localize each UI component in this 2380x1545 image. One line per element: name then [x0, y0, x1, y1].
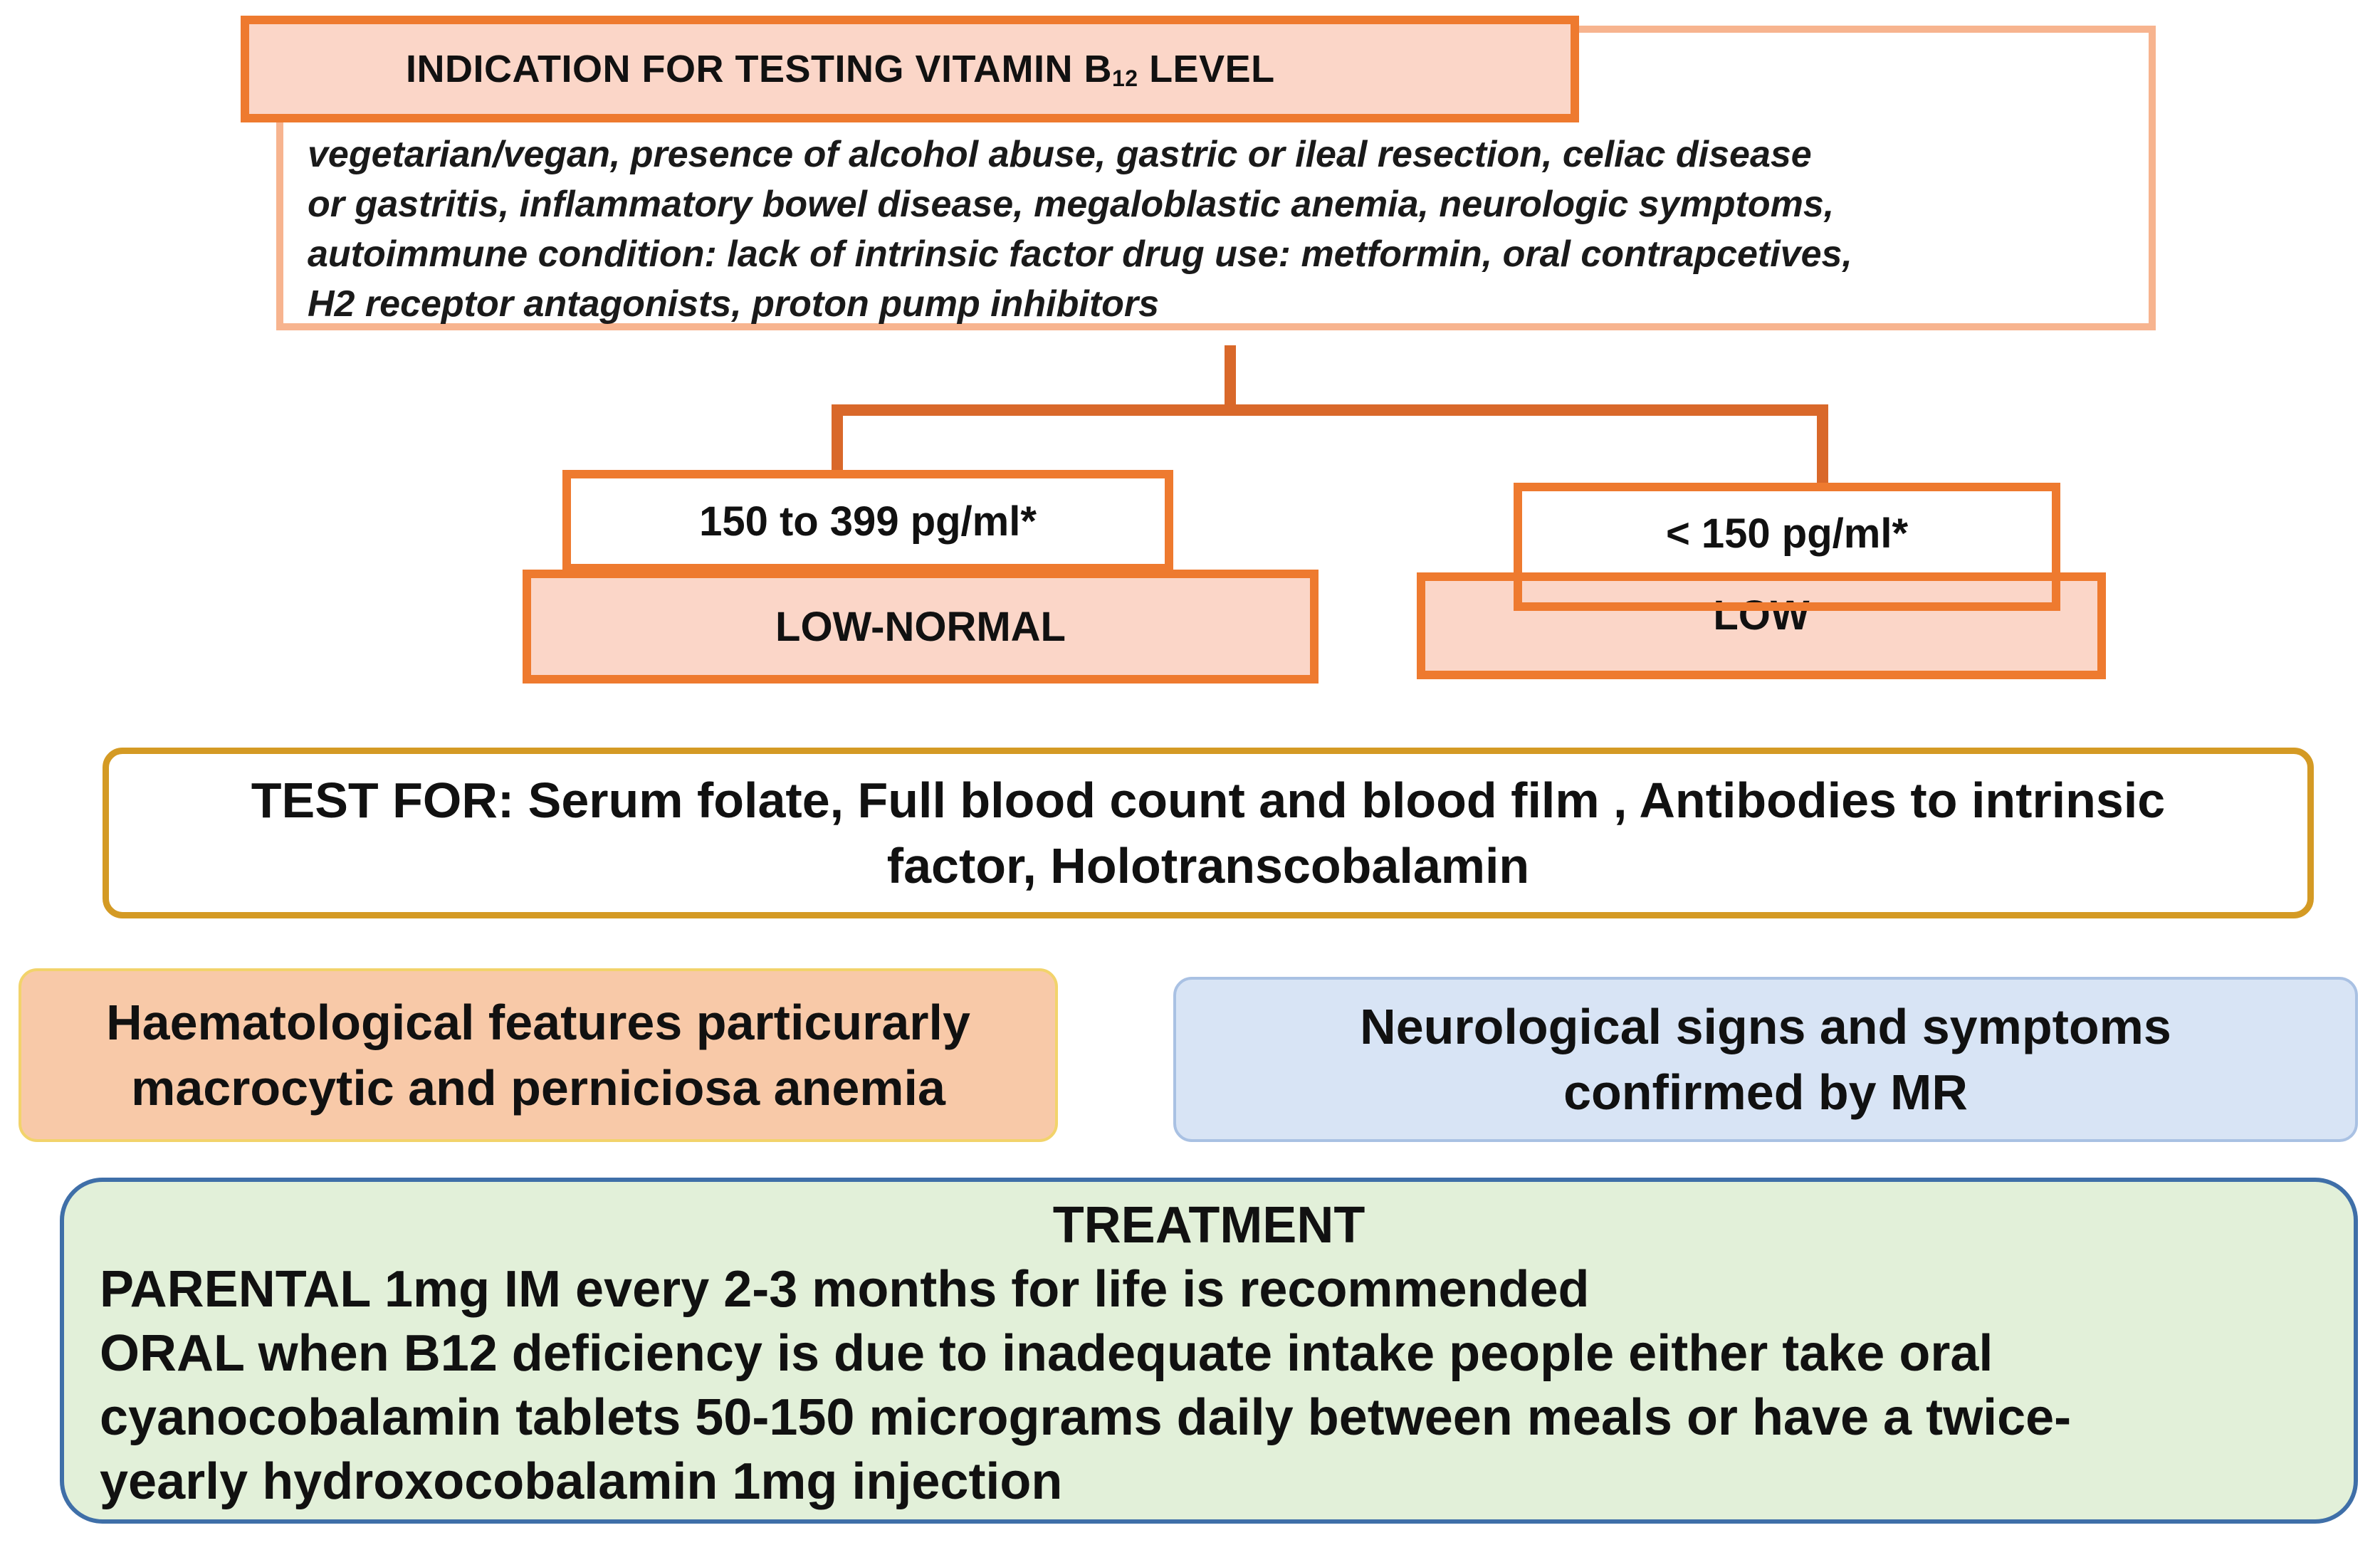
indication-title-end: LEVEL — [1138, 47, 1275, 90]
criteria-line: or gastritis, inflammatory bowel disease… — [308, 184, 1835, 225]
treatment-line: yearly hydroxocobalamin 1mg injection — [100, 1453, 1063, 1510]
neurological-line: confirmed by MR — [1563, 1064, 1968, 1120]
indication-title-box: INDICATION FOR TESTING VITAMIN B12 LEVEL — [241, 16, 1579, 122]
haematological-features-box: Haematological features particurarly mac… — [19, 968, 1058, 1142]
treatment-line: cyanocobalamin tablets 50-150 micrograms… — [100, 1389, 2072, 1446]
treatment-text: PARENTAL 1mg IM every 2-3 months for lif… — [100, 1257, 2335, 1514]
haematological-line: Haematological features particurarly — [106, 995, 970, 1050]
low-normal-category-box: LOW-NORMAL — [523, 570, 1319, 684]
test-for-line: factor, Holotranscobalamin — [886, 838, 1530, 894]
indication-title-main: INDICATION FOR TESTING VITAMIN B — [406, 47, 1112, 90]
low-normal-range-box: 150 to 399 pg/ml* — [562, 470, 1173, 572]
connector-stem — [1225, 345, 1236, 409]
connector-right-drop — [1817, 404, 1828, 484]
test-for-line: TEST FOR: Serum folate, Full blood count… — [251, 772, 2166, 828]
low-normal-range-label: 150 to 399 pg/ml* — [699, 498, 1037, 545]
treatment-box — [60, 1178, 2358, 1524]
criteria-line: autoimmune condition: lack of intrinsic … — [308, 234, 1852, 275]
low-range-box: < 150 pg/ml* — [1514, 483, 2060, 611]
indication-title-subscript: 12 — [1111, 65, 1138, 91]
treatment-line: ORAL when B12 deficiency is due to inade… — [100, 1325, 1993, 1382]
criteria-line: vegetarian/vegan, presence of alcohol ab… — [308, 134, 1812, 175]
haematological-line: macrocytic and perniciosa anemia — [131, 1060, 945, 1116]
connector-left-drop — [832, 404, 843, 476]
low-normal-category-label: LOW-NORMAL — [775, 603, 1066, 650]
indication-criteria: vegetarian/vegan, presence of alcohol ab… — [308, 130, 2130, 329]
indication-title: INDICATION FOR TESTING VITAMIN B12 LEVEL — [406, 47, 1275, 92]
low-category-box: LOW — [1417, 572, 2106, 679]
test-for-box: TEST FOR: Serum folate, Full blood count… — [103, 748, 2314, 918]
low-category-label: LOW — [1713, 592, 1810, 639]
treatment-title: TREATMENT — [1052, 1197, 1365, 1254]
treatment-line: PARENTAL 1mg IM every 2-3 months for lif… — [100, 1261, 1590, 1318]
connector-horizontal — [832, 404, 1828, 416]
neurological-line: Neurological signs and symptoms — [1360, 999, 2171, 1054]
low-range-label: < 150 pg/ml* — [1665, 510, 1909, 557]
neurological-signs-box: Neurological signs and symptoms confirme… — [1173, 977, 2358, 1142]
criteria-line: H2 receptor antagonists, proton pump inh… — [308, 283, 1160, 325]
